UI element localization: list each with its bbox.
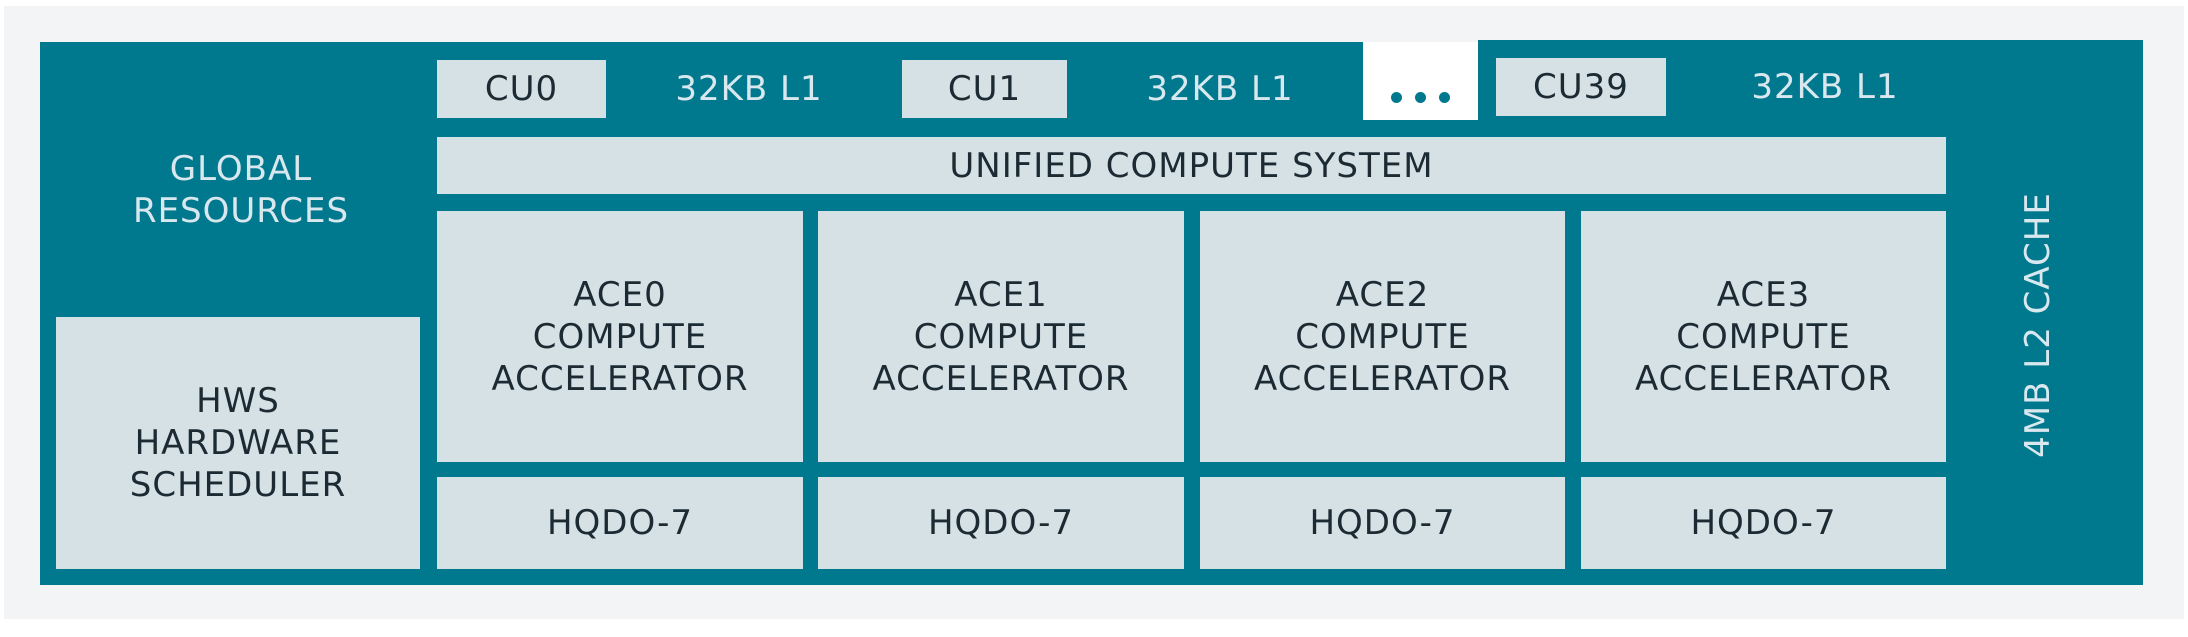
cu1-box: CU1 xyxy=(902,60,1067,118)
cu39-l1-cache-label: 32KB L1 xyxy=(1751,67,1899,107)
ace3-hqd-box: HQDO-7 xyxy=(1581,477,1946,569)
ellipsis-gap xyxy=(1363,42,1478,120)
ellipsis-dot xyxy=(1415,92,1426,103)
unified-compute-system-bar: UNIFIED COMPUTE SYSTEM xyxy=(437,137,1946,194)
ace3-box: ACE3 COMPUTE ACCELERATOR xyxy=(1581,211,1946,462)
ace0-box: ACE0 COMPUTE ACCELERATOR xyxy=(437,211,803,462)
ellipsis-dot xyxy=(1391,92,1402,103)
ace1-hqd-box: HQDO-7 xyxy=(818,477,1184,569)
cu0-l1-cache-label: 32KB L1 xyxy=(675,69,823,109)
ellipsis-dot xyxy=(1439,92,1450,103)
cu0-box: CU0 xyxy=(437,60,606,118)
gpu-block-top-right xyxy=(1478,40,2143,48)
ace2-box: ACE2 COMPUTE ACCELERATOR xyxy=(1200,211,1565,462)
ace0-hqd-box: HQDO-7 xyxy=(437,477,803,569)
ace1-box: ACE1 COMPUTE ACCELERATOR xyxy=(818,211,1184,462)
hws-hardware-scheduler-box: HWS HARDWARE SCHEDULER xyxy=(56,317,420,569)
global-resources-label: GLOBAL RESOURCES xyxy=(132,149,350,231)
ace2-hqd-box: HQDO-7 xyxy=(1200,477,1565,569)
l2-cache-label: 4MB L2 CACHE xyxy=(2018,192,2058,458)
cu1-l1-cache-label: 32KB L1 xyxy=(1146,69,1294,109)
cu39-box: CU39 xyxy=(1496,58,1666,116)
